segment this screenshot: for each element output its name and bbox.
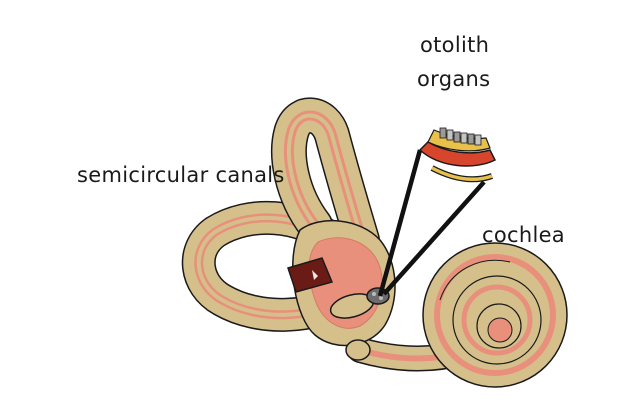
vertical-canal xyxy=(271,97,380,258)
pointer-lines xyxy=(377,149,486,297)
label-organs: organs xyxy=(417,67,491,91)
label-semicircular-canals: semicircular canals xyxy=(77,163,285,187)
label-cochlea: cochlea xyxy=(482,223,565,247)
label-otolith: otolith xyxy=(420,33,490,57)
cochlea-spiral xyxy=(422,242,568,388)
otolith-organ-icon xyxy=(418,127,497,183)
vestibule xyxy=(287,219,396,361)
horizontal-canal xyxy=(181,200,362,332)
